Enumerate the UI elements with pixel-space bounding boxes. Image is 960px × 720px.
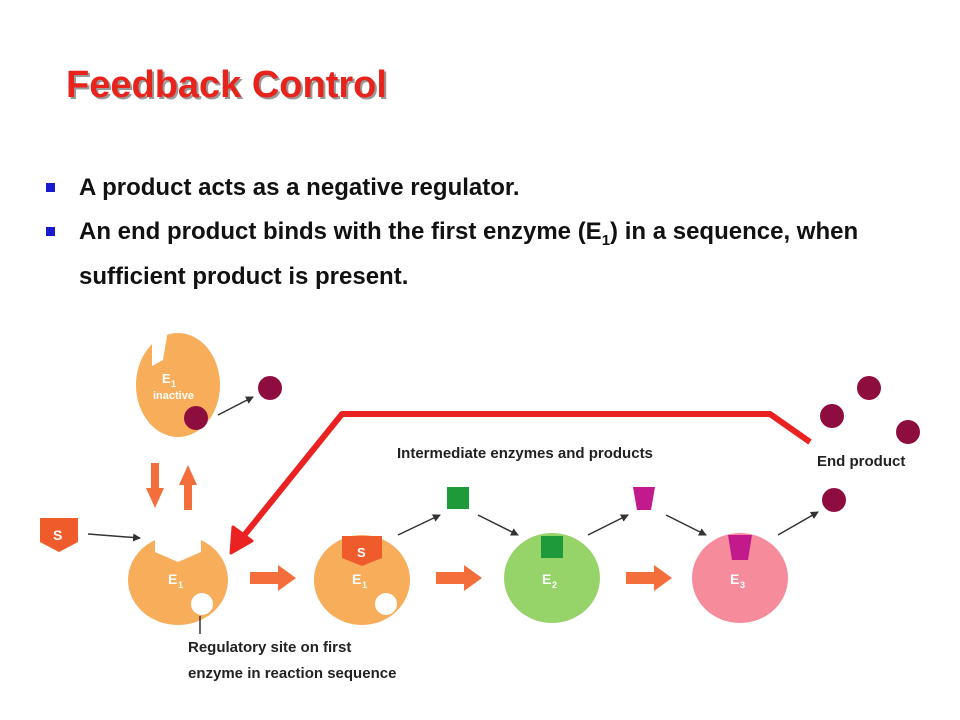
end-product-molecule	[820, 404, 844, 428]
product-arrow	[587, 514, 629, 536]
end-product-label: End product	[817, 453, 905, 470]
bullet-square-icon	[46, 183, 55, 192]
bullet-item: An end product binds with the first enzy…	[46, 214, 926, 295]
bullet-text: A product acts as a negative regulator.	[79, 174, 520, 201]
bullet-subscript: 1	[601, 231, 611, 249]
end-product-molecule	[857, 376, 881, 400]
slide-title: Feedback Control	[66, 64, 387, 106]
end-products	[820, 376, 920, 512]
inactive-enzyme-subscript: 1	[171, 379, 176, 389]
end-product-molecule	[896, 420, 920, 444]
regulatory-caption-line2: enzyme in reaction sequence	[188, 665, 396, 682]
enzyme-e3-label: E	[730, 571, 739, 587]
regulatory-site-bound	[375, 593, 397, 615]
regulatory-site	[191, 593, 213, 615]
inactive-text: inactive	[153, 390, 194, 402]
released-end-product	[258, 376, 282, 400]
product-arrow	[777, 511, 819, 536]
bullet-list: A product acts as a negative regulator. …	[46, 170, 926, 303]
substrate-s: S	[40, 518, 78, 552]
bullet-text-start: An end product binds with the first enzy…	[79, 218, 602, 245]
substrate-label: S	[53, 527, 62, 543]
bullet-square-icon	[46, 227, 55, 236]
enzyme-e1-subscript: 1	[178, 580, 183, 590]
bullet-item: A product acts as a negative regulator.	[46, 170, 926, 206]
end-product-molecule	[822, 488, 846, 512]
product-arrow	[397, 514, 441, 536]
enzyme-e1-bound: S E 1	[314, 535, 410, 625]
regulatory-caption-line1: Regulatory site on first	[188, 639, 351, 656]
enzyme-e1-bound-subscript: 1	[362, 580, 367, 590]
substrate-arrow	[87, 533, 141, 542]
flow-arrows	[250, 565, 672, 591]
product-arrow	[665, 514, 707, 536]
enzyme-e2: E 2	[504, 533, 600, 623]
enzyme-e1-label: E	[168, 571, 177, 587]
bound-substrate-label: S	[357, 545, 366, 560]
enzyme-e1: E 1	[128, 534, 228, 625]
bullet-text-end: ) in a sequence, when sufficient product…	[79, 218, 859, 290]
product-arrow	[477, 514, 519, 536]
inactive-enzyme-label: E	[162, 371, 171, 386]
release-arrow	[217, 396, 254, 416]
inactive-enzyme-e1: E 1 inactive	[136, 330, 220, 437]
bound-end-product	[184, 406, 208, 430]
enzyme-e1-bound-label: E	[352, 571, 361, 587]
enzyme-e2-label: E	[542, 571, 551, 587]
intermediate-label: Intermediate enzymes and products	[397, 445, 653, 462]
equilibrium-arrows	[146, 463, 197, 510]
enzyme-e2-subscript: 2	[552, 580, 557, 590]
intermediate-product-green	[447, 487, 469, 509]
feedback-arrow	[229, 411, 812, 555]
intermediate-product-magenta	[633, 487, 655, 510]
enzyme-e3: E 3	[692, 533, 788, 623]
enzyme-e3-subscript: 3	[740, 580, 745, 590]
